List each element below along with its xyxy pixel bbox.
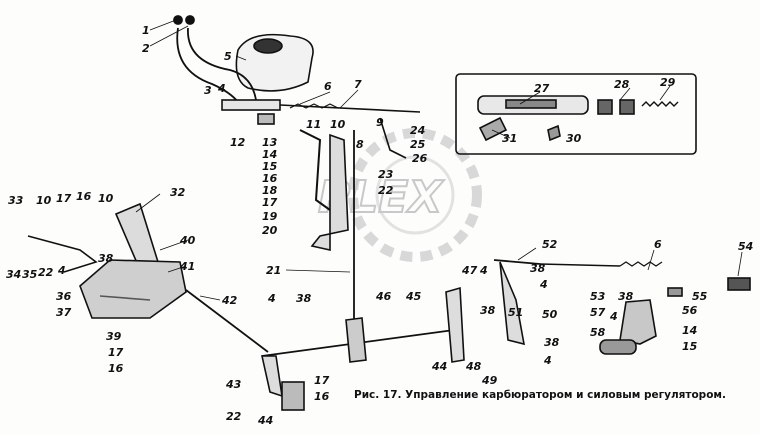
label-10-pedal: 10: [36, 194, 52, 207]
label-36: 36: [56, 290, 72, 303]
label-20: 20: [262, 224, 278, 237]
label-55: 55: [692, 290, 708, 303]
label-24: 24: [410, 124, 425, 137]
label-57: 57: [590, 306, 606, 319]
label-40: 40: [179, 234, 196, 247]
label-49: 49: [481, 374, 498, 387]
label-11: 11: [306, 118, 321, 131]
label-56: 56: [682, 304, 698, 317]
label-7: 7: [354, 78, 362, 91]
label-6: 6: [324, 80, 332, 93]
label-2: 2: [142, 42, 150, 55]
lower-linkage: [261, 259, 751, 411]
label-30: 30: [566, 132, 582, 145]
label-3: 3: [204, 84, 212, 97]
label-34: 34: [6, 268, 21, 281]
label-16-bottom: 16: [314, 390, 330, 403]
leader-lines: [135, 19, 743, 301]
label-38-mid: 38: [480, 304, 496, 317]
label-4-lower: 4: [267, 292, 276, 305]
label-22: 22: [378, 184, 394, 197]
label-16-lower: 16: [108, 362, 124, 375]
label-29: 29: [660, 76, 676, 89]
label-26: 26: [412, 152, 428, 165]
label-35: 35: [22, 268, 38, 281]
label-45: 45: [405, 290, 422, 303]
label-4-far: 4: [609, 310, 618, 323]
label-4-right-b: 4: [543, 354, 552, 367]
label-54: 54: [738, 240, 753, 253]
label-25: 25: [410, 138, 426, 151]
label-16: 16: [262, 172, 278, 185]
label-44-mid: 44: [431, 360, 447, 373]
label-38-right: 38: [530, 262, 546, 275]
label-27: 27: [534, 82, 550, 95]
label-1: 1: [142, 24, 150, 37]
label-38-far: 38: [618, 290, 634, 303]
part-labels: 1 2 5 3 4 6 7 12 11 10 9 8 24 25 26 13 1…: [6, 24, 753, 427]
label-41: 41: [179, 260, 195, 273]
label-9: 9: [376, 116, 384, 129]
label-10: 10: [330, 118, 346, 131]
label-46: 46: [375, 290, 392, 303]
label-21: 21: [266, 264, 281, 277]
accelerator-pedal: [27, 202, 269, 353]
label-44-bottom: 44: [257, 414, 273, 427]
label-13: 13: [262, 136, 278, 149]
parts-inset: [455, 73, 697, 155]
label-42: 42: [221, 294, 238, 307]
label-22-pedal: 22: [38, 266, 54, 279]
label-53: 53: [590, 290, 606, 303]
label-8: 8: [356, 138, 364, 151]
label-14: 14: [262, 148, 277, 161]
label-38-pedal: 38: [98, 252, 114, 265]
label-38-right-b: 38: [544, 336, 560, 349]
label-10-pedal-b: 10: [98, 192, 114, 205]
label-17: 17: [262, 196, 278, 209]
label-47: 47: [461, 264, 478, 277]
fuel-tank: [235, 33, 314, 92]
figure-caption: Рис. 17. Управление карбюратором и силов…: [354, 389, 726, 401]
label-15-far: 15: [682, 340, 698, 353]
label-33: 33: [8, 194, 24, 207]
label-12: 12: [230, 136, 246, 149]
label-15: 15: [262, 160, 278, 173]
label-43: 43: [225, 378, 242, 391]
label-6-right: 6: [654, 238, 662, 251]
label-17-bottom: 17: [314, 374, 330, 387]
label-50: 50: [542, 308, 558, 321]
label-37: 37: [56, 306, 72, 319]
label-23: 23: [378, 168, 394, 181]
label-4-mid: 4: [479, 264, 488, 277]
label-4-right: 4: [539, 278, 548, 291]
label-28: 28: [614, 78, 630, 91]
label-38-lower: 38: [296, 292, 312, 305]
label-58: 58: [590, 326, 606, 339]
label-19: 19: [262, 210, 278, 223]
label-32: 32: [170, 186, 186, 199]
label-17-pedal: 17: [56, 192, 72, 205]
label-48: 48: [465, 360, 482, 373]
upper-linkage: [221, 99, 421, 330]
choke-cables: [173, 15, 257, 103]
label-17-lower: 17: [108, 346, 124, 359]
label-31: 31: [502, 132, 517, 145]
label-4-pedal: 4: [57, 264, 66, 277]
label-39: 39: [106, 330, 122, 343]
label-22-lower: 22: [226, 410, 242, 423]
label-16-pedal: 16: [76, 190, 92, 203]
label-18: 18: [262, 184, 278, 197]
label-5: 5: [224, 50, 232, 63]
label-51: 51: [508, 306, 523, 319]
label-52: 52: [542, 238, 558, 251]
label-14-far: 14: [682, 324, 697, 337]
label-4: 4: [217, 82, 226, 95]
